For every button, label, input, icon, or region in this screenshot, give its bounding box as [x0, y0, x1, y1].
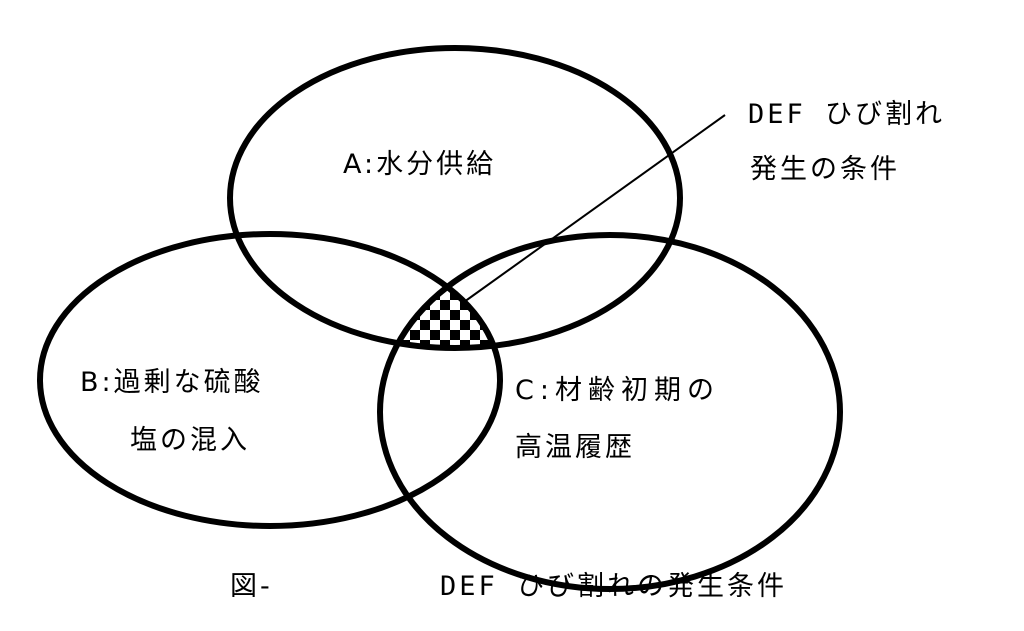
set-b-label-line1: B:過剰な硫酸: [80, 367, 264, 398]
set-b-circle: [37, 231, 503, 529]
set-c-label-line2: 高温履歴: [515, 432, 635, 463]
set-a-circle: [227, 45, 683, 351]
callout-line1: DEF ひび割れ: [748, 99, 946, 130]
caption-text: DEF ひび割れの発生条件: [440, 571, 788, 602]
set-c-circle: [377, 232, 843, 592]
set-a-label: A:水分供給: [343, 149, 497, 180]
set-c-label-line1: C:材齢初期の: [515, 375, 720, 406]
callout-line2: 発生の条件: [750, 154, 900, 185]
set-b-label-line2: 塩の混入: [130, 425, 250, 456]
callout-leader-line: [463, 114, 726, 303]
caption-prefix: 図-: [230, 571, 273, 602]
